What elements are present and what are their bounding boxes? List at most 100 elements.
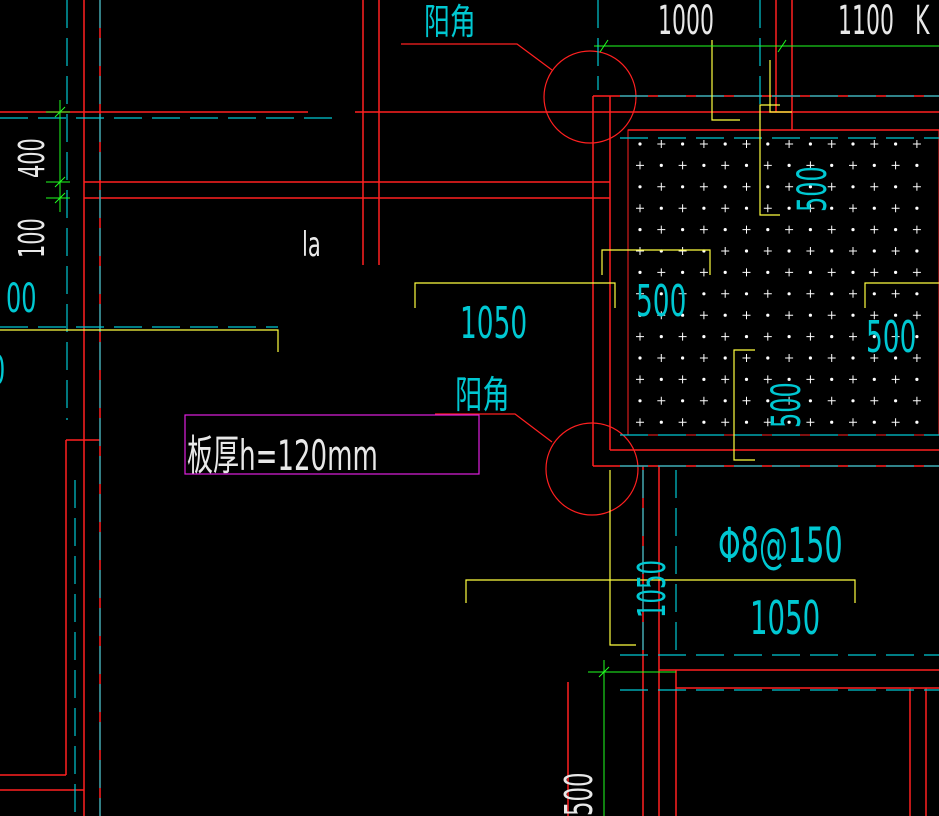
hatch-dot [638,399,642,403]
dim-mid-1050: 1050 [460,297,527,349]
hatch-plus [699,396,708,405]
hatch-plus [721,247,730,255]
hatch-dot [872,163,876,167]
hatch-plus [699,354,708,362]
hatch-plus [891,161,900,170]
hatch-dot [872,377,876,381]
hatch-dot [744,292,749,296]
hatch-dot [659,335,663,339]
hatch-plus [891,332,900,341]
hatch-dot [872,292,876,296]
hatch-plus [806,375,815,384]
hatch-dot [830,335,834,339]
hatch-plus [806,332,815,341]
corner-circle-mid [545,422,639,516]
hatch-plus [785,354,794,362]
hatch-plus [763,375,772,384]
hatch-dot [702,163,706,167]
hatch-dot [766,356,770,360]
hatch-dot [894,228,898,232]
hatch-dot [851,228,855,232]
hatch-dot [915,292,919,296]
hatch-dot [872,420,876,424]
hatch-plus [785,311,794,320]
hatch-dot [808,185,813,189]
hatch-dot [744,206,749,210]
hatch-plus [827,182,836,191]
hatch-plus [657,396,666,405]
hatch-dot [872,335,876,339]
hatch-plus [849,332,857,341]
hatch-dot [723,356,727,360]
hatch-plus [849,418,857,427]
hatch-dot [894,142,898,146]
hatch-plus [849,289,857,298]
hatch-dot [808,399,813,403]
hatch-dot [766,313,770,317]
hatch-dot [872,249,876,253]
hatch-plus [721,375,730,384]
hatch-dot [723,228,727,232]
hatch-dot [851,185,855,189]
hatch-plus [806,289,815,298]
hatch-plus [870,268,879,277]
hatch-dot [808,142,813,146]
hatch-dot [851,356,855,360]
hatch-dot [808,270,813,274]
hatch-dot [681,185,685,189]
hatch-dot [787,377,791,381]
hatch-dot [830,420,834,424]
hatch-dot [766,270,770,274]
hatch-dot [744,420,749,424]
hatch-plus [806,161,815,170]
hatch-dot [702,206,706,210]
hatch-dot [915,420,919,424]
hatch-dot [830,249,834,253]
dim-hatch-500-c: 500 [866,311,916,363]
hatch-dot [894,313,898,317]
hatch-plus [699,182,708,191]
hatch-dot [681,356,685,360]
extension-lines [46,39,939,816]
hatch-plus [912,268,921,277]
hatch-dot [787,206,791,210]
hatch-dot [723,270,727,274]
dim-hatch-500-d: 500 [762,382,809,428]
hatch-dot [638,356,642,360]
hatch-plus [721,204,730,213]
hatch-plus [827,311,836,320]
hatch-dot [638,185,642,189]
hatch-plus [849,375,857,384]
hatch-dot [681,228,685,232]
dim-lower-1050: 1050 [750,592,820,645]
hatch-plus [678,204,687,213]
hatch-plus [827,354,836,362]
hatch-dot [702,292,706,296]
hatch-dot [830,163,834,167]
hatch-dot [723,313,727,317]
dim-top-k: K [915,0,930,44]
hatch-dot [915,163,919,167]
hatch-dot [723,185,727,189]
hatch-dot [808,228,813,232]
hatch-plus [785,225,794,234]
hatch-dot [659,163,663,167]
hatch-plus [763,247,772,255]
hatch-dot [915,206,919,210]
dimension-lines [0,40,939,646]
hatch-dot [787,420,791,424]
hatch-dot [659,377,663,381]
hatch-plus [891,418,900,427]
hatch-dot [787,292,791,296]
hatch-plus [785,140,794,148]
hatch-plus [849,161,857,170]
hatch-plus [870,311,879,320]
hatch-dot [830,377,834,381]
hatch-plus [785,182,794,191]
hatch-plus [912,182,921,191]
dim-vert-1050: 1050 [631,560,675,618]
hatch-dot [702,420,706,424]
dim-hatch-500-a: 500 [788,166,835,212]
